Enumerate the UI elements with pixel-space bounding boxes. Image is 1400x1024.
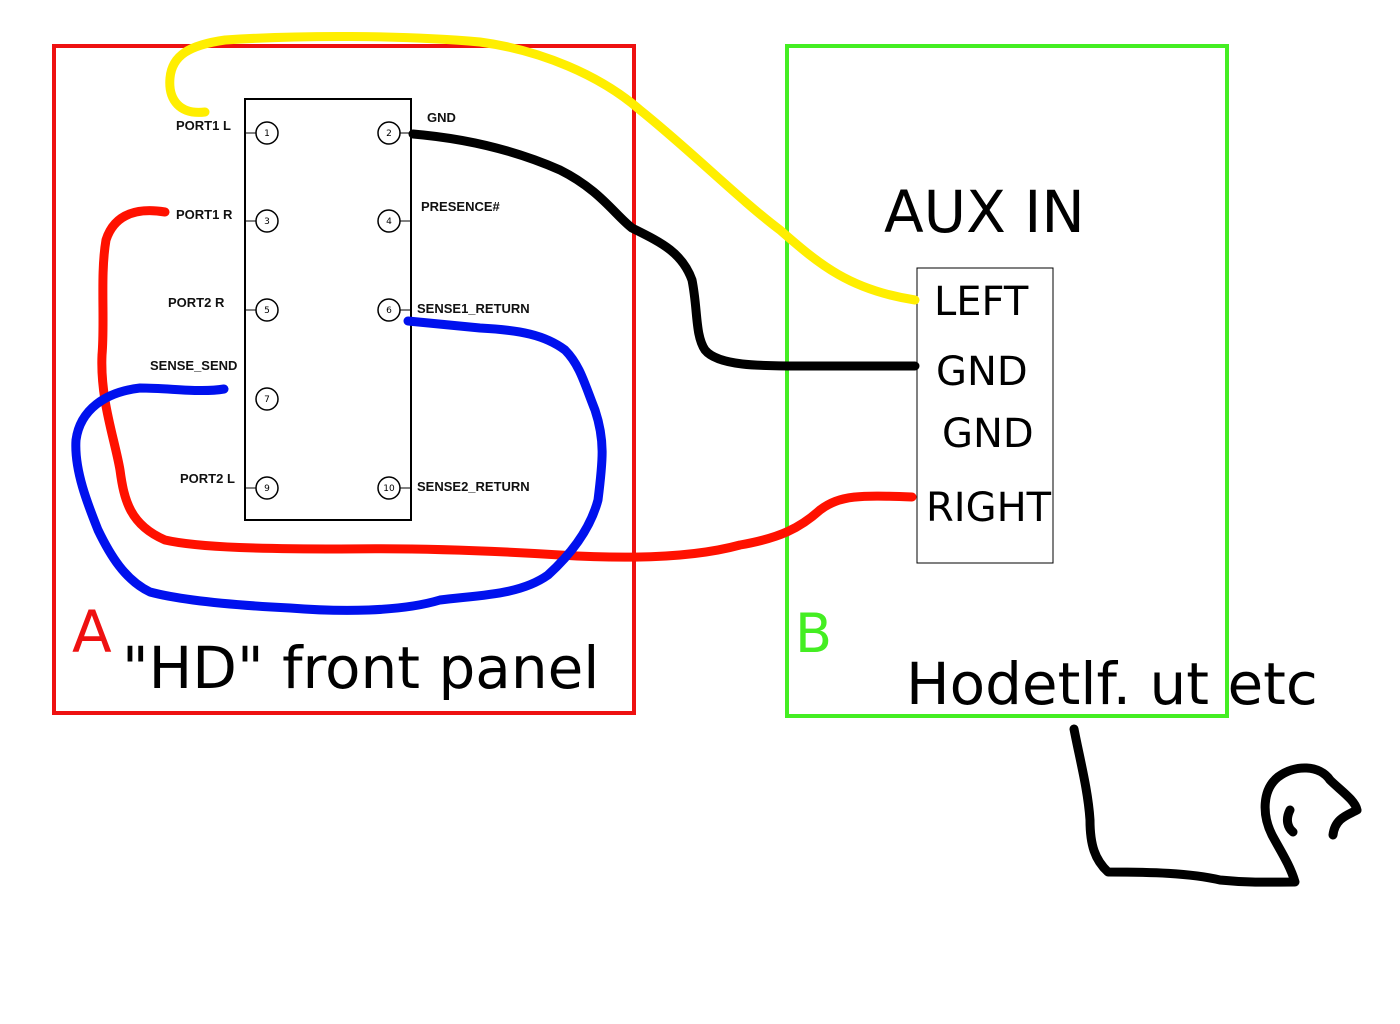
panel-b-caption: Hodetlf. ut etc (906, 650, 1318, 718)
pin-6-label: SENSE1_RETURN (417, 301, 530, 316)
panel-a-caption: "HD" front panel (122, 634, 599, 702)
panel-b-title: AUX IN (884, 178, 1085, 246)
pin-1: 1 PORT1 L (176, 118, 279, 145)
pin-6-number: 6 (386, 306, 392, 316)
wire-black-scribble (1069, 724, 1362, 887)
pin-3-number: 3 (264, 217, 270, 227)
pin-2-number: 2 (386, 129, 392, 139)
pin-9-label: PORT2 L (180, 471, 235, 486)
aux-terminal-left: LEFT (934, 279, 1029, 325)
panel-a-border (52, 44, 636, 715)
pin-1-label: PORT1 L (176, 118, 231, 133)
wire-yellow-left (165, 31, 920, 305)
pin-3-label: PORT1 R (176, 207, 233, 222)
panel-b-letter: B (795, 602, 832, 665)
pin-2-label: GND (427, 110, 456, 125)
panel-b: B AUX IN Hodetlf. ut etc LEFT GND GND RI… (785, 44, 1318, 718)
wires (71, 31, 1362, 887)
pin-7-number: 7 (264, 395, 270, 405)
panel-b-border (785, 44, 1229, 718)
pin-6: 6 SENSE1_RETURN (377, 298, 530, 322)
aux-terminal-block (916, 267, 1054, 564)
wire-red-right (97, 206, 917, 562)
panel-a: A "HD" front panel (52, 44, 636, 715)
pin-4-label: PRESENCE# (421, 199, 501, 214)
pin-7: 7 SENSE_SEND (150, 358, 279, 411)
pin-2: 2 GND (377, 110, 456, 145)
aux-terminal-gnd-2: GND (942, 411, 1034, 457)
pin-5-label: PORT2 R (168, 295, 225, 310)
pin-1-number: 1 (264, 129, 270, 139)
pin-5-number: 5 (264, 306, 270, 316)
wire-blue-sense (71, 316, 607, 615)
panel-a-letter: A (72, 598, 112, 666)
pin-4-number: 4 (386, 217, 392, 227)
pin-10: 10 SENSE2_RETURN (377, 476, 530, 500)
pin-3: 3 PORT1 R (176, 207, 279, 233)
aux-terminal-right: RIGHT (926, 485, 1052, 531)
pin-9: 9 PORT2 L (180, 471, 279, 500)
pin-5: 5 PORT2 R (168, 295, 279, 322)
aux-terminal-gnd-1: GND (936, 349, 1028, 395)
connector-header: 1 PORT1 L 2 GND 3 PORT1 R 4 PRESENCE# (150, 98, 530, 521)
pin-9-number: 9 (264, 484, 270, 494)
pin-7-label: SENSE_SEND (150, 358, 237, 373)
wire-black-gnd (408, 129, 920, 371)
pin-4: 4 PRESENCE# (377, 199, 501, 233)
pin-10-number: 10 (383, 484, 395, 494)
pin-10-label: SENSE2_RETURN (417, 479, 530, 494)
